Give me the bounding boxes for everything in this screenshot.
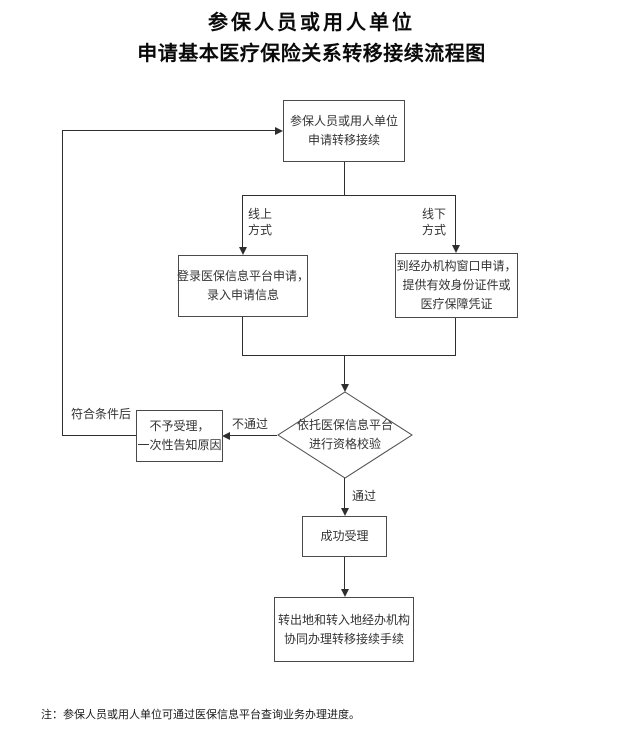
edge-start-down-segment xyxy=(344,162,345,195)
online-apply-node: 登录医保信息平台申请， 录入申请信息 xyxy=(177,255,310,317)
edge-label-requalify: 符合条件后 xyxy=(71,407,132,421)
accept-text-line1: 成功受理 xyxy=(320,529,369,543)
check-diamond-text-line1: 依托医保信息平台 xyxy=(296,418,393,432)
offline-apply-node: 到经办机构窗口申请， 提供有效身份证件或 医疗保障凭证 xyxy=(395,253,518,318)
arrowhead-into-check-diamond xyxy=(341,384,349,392)
check-diamond-node xyxy=(277,391,413,479)
edge-label-online: 线上 方式 xyxy=(248,206,272,238)
edge-pass-segment xyxy=(344,478,345,509)
edge-label-online-line2: 方式 xyxy=(248,223,273,237)
page-title-line1: 参保人员或用人单位 xyxy=(208,10,415,34)
edge-label-offline-line2: 方式 xyxy=(422,223,447,237)
edge-label-online-line1: 线上 xyxy=(248,207,273,221)
edge-online-vertical-segment xyxy=(242,195,243,248)
arrowhead-into-final xyxy=(341,589,349,597)
edge-merge-horizontal-segment xyxy=(242,355,456,356)
start-node-text-line1: 参保人员或用人单位 xyxy=(289,114,398,128)
edge-requalify-top-segment xyxy=(62,130,276,131)
check-diamond-shape xyxy=(277,391,413,479)
online-apply-text-line1: 登录医保信息平台申请， xyxy=(177,269,310,283)
page-title-line2: 申请基本医疗保险关系转移接续流程图 xyxy=(137,41,486,65)
arrowhead-into-start xyxy=(275,127,283,135)
edge-requalify-bottom-segment xyxy=(62,435,136,436)
edge-label-pass: 通过 xyxy=(352,489,377,503)
start-node-text-line2: 申请转移接续 xyxy=(307,133,380,147)
edge-requalify-vertical-segment xyxy=(62,130,63,436)
edge-merge-down-segment xyxy=(344,355,345,385)
offline-apply-text-line2: 提供有效身份证件或 xyxy=(402,278,511,292)
final-node: 转出地和转入地经办机构 协同办理转移接续手续 xyxy=(274,597,414,662)
arrowhead-into-reject xyxy=(222,432,230,440)
edge-accept-down-segment xyxy=(344,557,345,590)
edge-label-offline-line1: 线下 xyxy=(422,207,447,221)
footnote: 注：参保人员或用人单位可通过医保信息平台查询业务办理进度。 xyxy=(41,708,360,721)
edge-offline-merge-segment xyxy=(455,318,456,355)
final-text-line1: 转出地和转入地经办机构 xyxy=(277,612,410,627)
reject-node: 不予受理， 一次性告知原因 xyxy=(136,410,223,462)
offline-apply-text-line3: 医疗保障凭证 xyxy=(420,297,493,311)
edge-fail-segment xyxy=(229,435,277,436)
start-node: 参保人员或用人单位 申请转移接续 xyxy=(283,100,405,162)
edge-label-fail: 不通过 xyxy=(232,417,269,431)
check-diamond-text-line2: 进行资格校验 xyxy=(308,437,381,451)
arrowhead-into-offline-apply xyxy=(452,245,460,253)
arrowhead-into-accept xyxy=(341,508,349,516)
edge-label-offline: 线下 方式 xyxy=(422,206,446,238)
reject-text-line2: 一次性告知原因 xyxy=(137,438,222,452)
arrowhead-into-online-apply xyxy=(239,247,247,255)
accept-node: 成功受理 xyxy=(302,516,387,557)
online-apply-text-line2: 录入申请信息 xyxy=(206,288,279,302)
edge-branch-horizontal-segment xyxy=(242,195,456,196)
reject-text-line1: 不予受理， xyxy=(149,419,210,433)
final-text-line2: 协同办理转移接续手续 xyxy=(283,631,404,646)
check-diamond-text: 依托医保信息平台 进行资格校验 xyxy=(277,416,413,454)
offline-apply-text-line1: 到经办机构窗口申请， xyxy=(396,259,517,273)
edge-online-merge-segment xyxy=(242,317,243,355)
edge-offline-vertical-segment xyxy=(455,195,456,246)
